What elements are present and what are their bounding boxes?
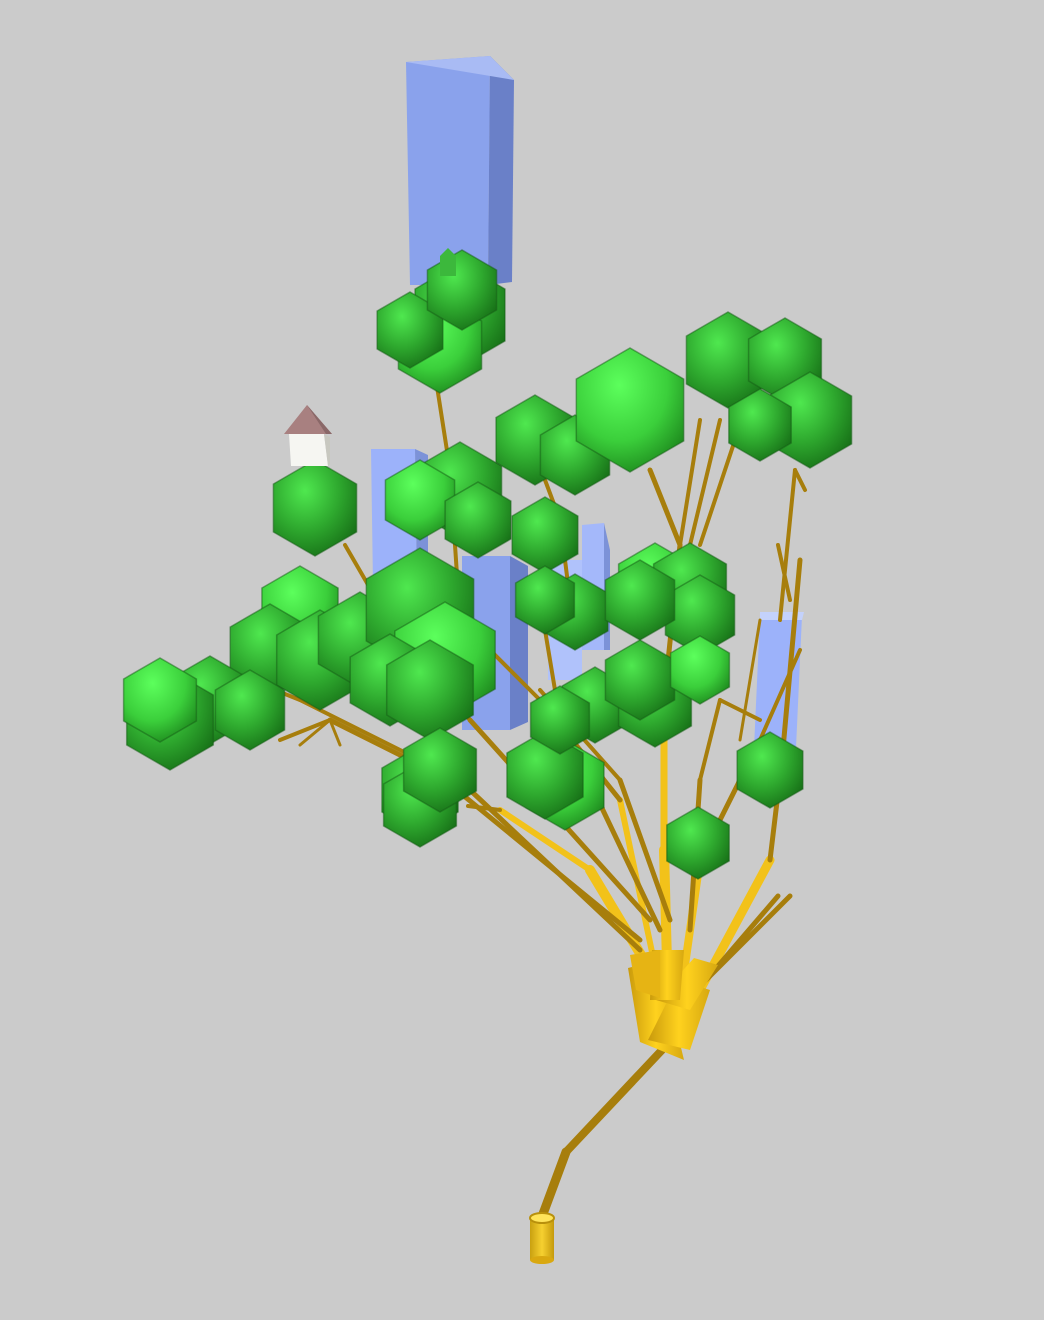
blue-tower-right [754,612,804,748]
blue-tower-tall [406,56,514,285]
branch-segment [779,557,803,763]
tree-trunk [529,1046,666,1264]
foliage-hexagon [122,657,198,743]
foliage-hexagon [575,347,685,473]
branch-segment [647,467,683,548]
branch-segment [698,698,722,782]
foliage-hexagon [666,806,730,880]
foliage-hexagon [529,685,591,755]
branch-segment [298,718,332,747]
branch-segment [778,468,797,622]
foliage-spike [440,248,456,276]
branch-segment [328,718,342,747]
foliage-hexagon [736,731,804,809]
branch-segment [278,718,332,742]
foliage-hexagon [214,669,286,751]
foliage-hexagon [728,388,792,462]
branch-segment [703,893,781,983]
small-house [284,405,332,466]
branch-segment [678,418,702,547]
branch-segment [718,698,762,722]
foliage-clusters [122,249,853,880]
foliage-hexagon [384,459,456,541]
branch-segment [617,777,673,923]
foliage-hexagon [444,481,512,559]
foliage-hexagon [402,727,478,813]
foliage-hexagon [514,565,576,635]
branch-segment [738,618,762,742]
foliage-hexagon [604,559,676,641]
branch-segment [793,468,807,492]
branch-junction-cones [628,950,718,1060]
foliage-hexagon [669,635,731,705]
branch-segment [776,543,792,602]
branch-segment [688,418,722,547]
branch-segment [497,807,593,873]
foliage-hexagon [272,459,358,557]
branch-segment [758,648,802,742]
foliage-hexagon [506,730,584,820]
